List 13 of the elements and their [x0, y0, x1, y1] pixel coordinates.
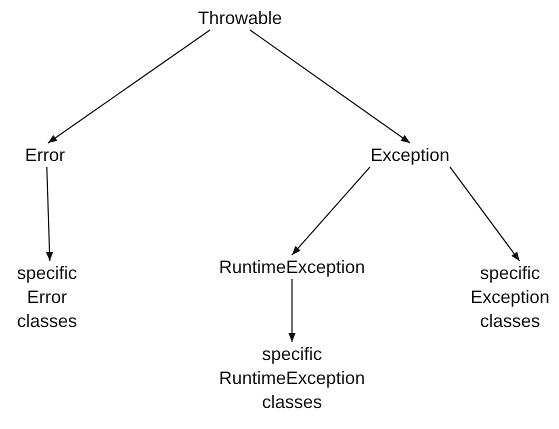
arrow — [450, 166, 520, 262]
node-label: Exception — [370, 144, 450, 167]
arrow — [48, 30, 210, 144]
node-label: RuntimeException — [218, 256, 366, 279]
node-label: specific RuntimeException classes — [218, 343, 366, 414]
arrow — [46, 166, 54, 262]
node-label: Error — [25, 144, 65, 167]
arrow — [288, 279, 296, 342]
node-label: specific Exception classes — [469, 262, 551, 333]
arrow — [292, 166, 370, 256]
node-label: specific Error classes — [16, 262, 78, 333]
arrow — [250, 30, 410, 144]
node-label: Throwable — [198, 7, 282, 30]
